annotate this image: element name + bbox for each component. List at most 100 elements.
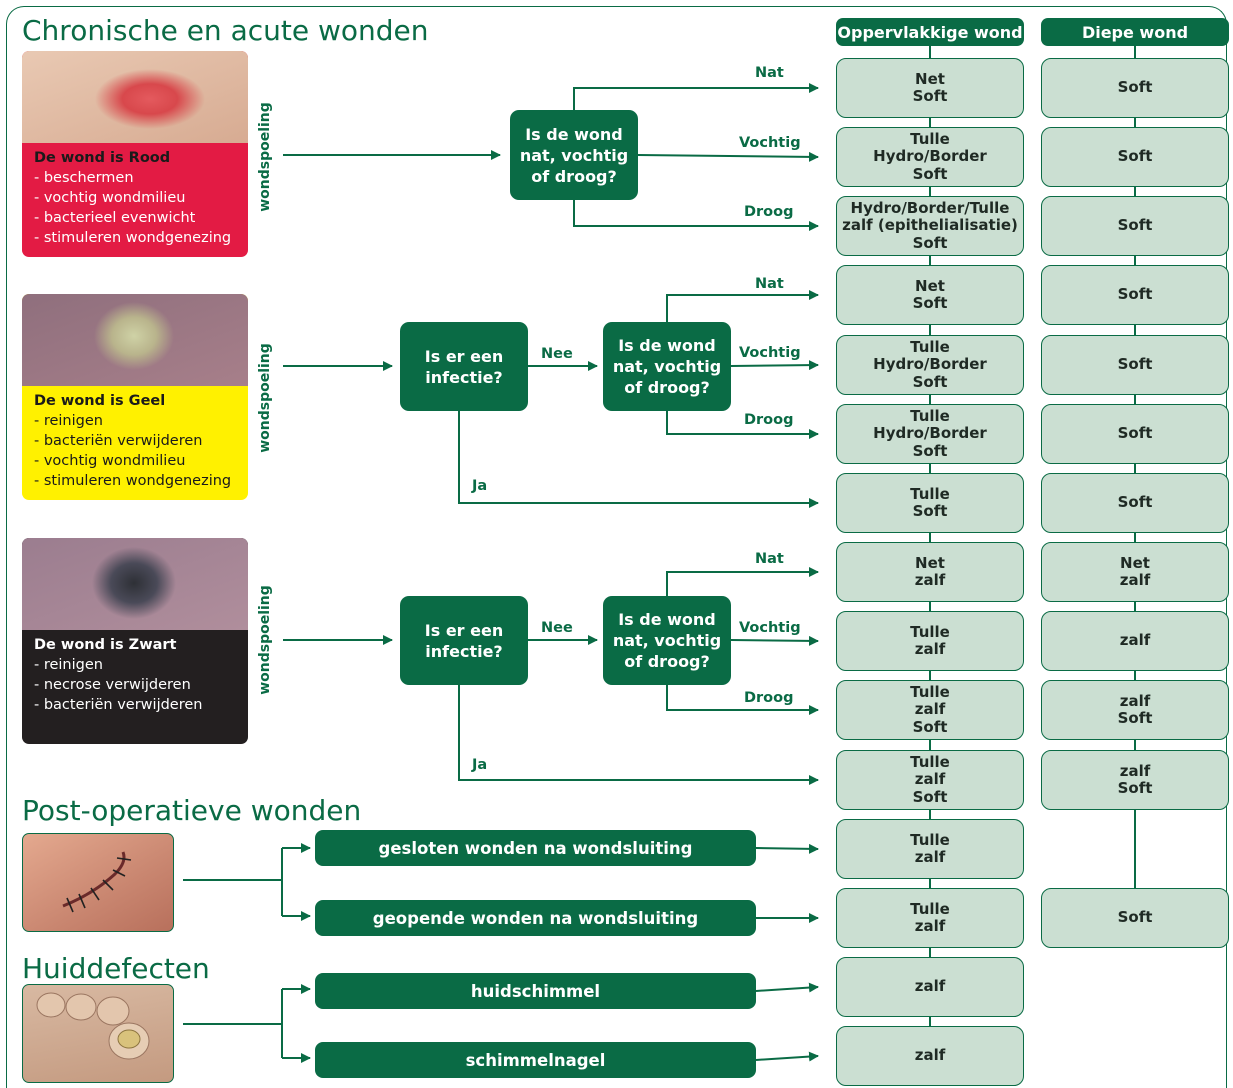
result-line: Soft	[912, 164, 948, 183]
result-line: Soft	[1117, 779, 1153, 797]
edge-label-nee: Nee	[541, 620, 573, 636]
pill-closed-wounds: gesloten wonden na wondsluiting	[315, 830, 756, 866]
result-line: Hydro/Border/Tulle	[850, 198, 1010, 217]
result-line: Tulle	[910, 752, 950, 771]
edge-label-droog: Droog	[744, 412, 794, 428]
connector-arrow	[637, 151, 819, 162]
card-item: - bacteriën verwijderen	[34, 697, 203, 713]
sutures-icon	[62, 851, 132, 913]
result-line: Net	[915, 553, 945, 572]
connector-arrow	[666, 567, 819, 596]
result-line: zalf	[914, 917, 946, 935]
result-line: Soft	[1117, 355, 1153, 374]
connector-arrow	[755, 982, 819, 993]
result-line: zalf	[914, 571, 946, 589]
result-line: Soft	[1117, 424, 1153, 443]
rinse-label-black: wondspoeling	[257, 585, 273, 695]
result-line: Net	[915, 276, 945, 295]
pill-opened-wounds: geopende wonden na wondsluiting	[315, 900, 756, 936]
connector-arrow	[730, 635, 819, 646]
result-line: Soft	[912, 441, 948, 460]
result-line: Soft	[912, 502, 948, 520]
moisture-decision-yellow: Is de wond nat, vochtig of droog?	[603, 322, 731, 411]
result-box-deep: zalf	[1041, 611, 1229, 671]
rinse-label-yellow: wondspoeling	[257, 343, 273, 453]
black-wound-photo	[22, 538, 248, 630]
result-line: Tulle	[910, 830, 950, 849]
connector-arrow	[458, 685, 819, 785]
result-line: Soft	[912, 717, 948, 736]
card-title-yellow: De wond is Geel	[34, 393, 166, 409]
result-line: zalf	[914, 848, 946, 866]
card-item: - vochtig wondmilieu	[34, 190, 186, 206]
infection-decision-yellow: Is er een infectie?	[400, 322, 528, 411]
section-title-postop: Post-operatieve wonden	[22, 794, 362, 827]
result-line: zalf	[914, 770, 946, 789]
connector-arrow	[573, 200, 819, 231]
card-title-red: De wond is Rood	[34, 150, 171, 166]
edge-label-droog: Droog	[744, 204, 794, 220]
card-title-black: De wond is Zwart	[34, 637, 177, 653]
edge-label-vochtig: Vochtig	[739, 135, 801, 151]
pill-skin-fungus: huidschimmel	[315, 973, 756, 1009]
postop-wound-photo	[22, 833, 174, 932]
connector-arrow	[573, 83, 819, 110]
card-item: - necrose verwijderen	[34, 677, 191, 693]
result-line: zalf	[914, 977, 946, 996]
edge-label-nat: Nat	[755, 65, 784, 81]
result-line: Soft	[912, 294, 948, 312]
card-item: - reinigen	[34, 657, 103, 673]
result-box-deep: Soft	[1041, 473, 1229, 533]
connector-arrow	[755, 843, 819, 854]
connector-arrow	[730, 360, 819, 371]
result-line: Soft	[1117, 285, 1153, 304]
result-box-deep: Soft	[1041, 265, 1229, 325]
edge-label-nee: Nee	[541, 346, 573, 362]
result-box-superficial: zalf	[836, 957, 1024, 1017]
section-title-skin: Huiddefecten	[22, 952, 210, 985]
yellow-wound-photo	[22, 294, 248, 386]
result-line: zalf	[914, 700, 946, 719]
connector-arrow	[666, 411, 819, 439]
result-line: Hydro/Border	[873, 355, 987, 374]
wound-card-yellow: De wond is Geel - reinigen - bacteriën v…	[22, 294, 248, 500]
edge-label-droog: Droog	[744, 690, 794, 706]
result-line: zalf	[1119, 691, 1151, 710]
result-line: Soft	[1117, 908, 1153, 927]
result-line: Tulle	[910, 406, 950, 425]
edge-label-ja: Ja	[472, 757, 488, 773]
edge-label-vochtig: Vochtig	[739, 345, 801, 361]
wound-card-red: De wond is Rood - beschermen - vochtig w…	[22, 51, 248, 257]
section-title-chronic: Chronische en acute wonden	[22, 14, 429, 47]
card-item: - vochtig wondmilieu	[34, 453, 186, 469]
result-line: zalf	[1119, 571, 1151, 589]
result-line: Soft	[1117, 493, 1153, 512]
rinse-label-red: wondspoeling	[257, 102, 273, 212]
pill-nail-fungus: schimmelnagel	[315, 1042, 756, 1078]
result-line: Soft	[1117, 216, 1153, 235]
edge-label-vochtig: Vochtig	[739, 620, 801, 636]
result-line: zalf (epithelialisatie)	[842, 216, 1018, 235]
result-line: Soft	[1117, 709, 1153, 727]
result-line: Soft	[1117, 147, 1153, 166]
result-line: zalf	[914, 640, 946, 658]
result-line: Soft	[912, 233, 948, 252]
card-item: - bacteriën verwijderen	[34, 433, 203, 449]
result-box-deep: Soft	[1041, 888, 1229, 948]
result-line: Soft	[1117, 78, 1153, 97]
result-line: Hydro/Border	[873, 424, 987, 443]
red-wound-photo	[22, 51, 248, 143]
result-box-deep: Soft	[1041, 127, 1229, 187]
toe-photo	[22, 984, 174, 1083]
column-header-superficial: Oppervlakkige wond	[836, 18, 1024, 46]
